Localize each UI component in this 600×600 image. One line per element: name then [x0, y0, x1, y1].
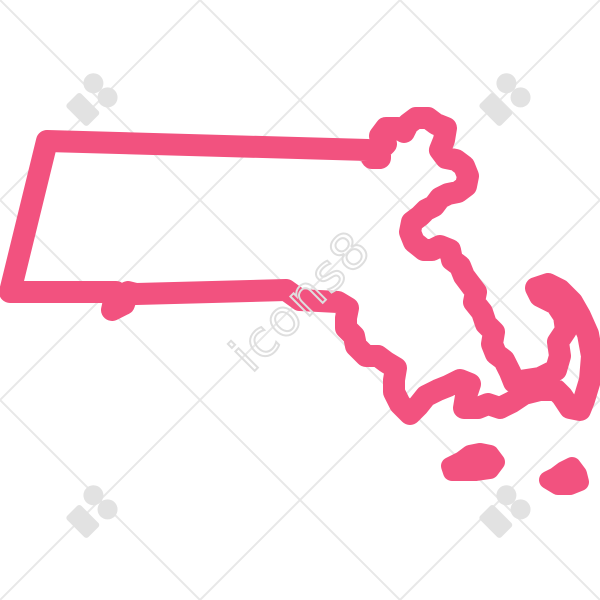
watermark-logo-top-left — [66, 73, 118, 126]
watermark-logo-bottom-left — [66, 485, 118, 538]
state-outline-path — [0, 107, 600, 425]
island-nantucket — [539, 457, 589, 495]
massachusetts-state-outline-icon — [0, 107, 600, 495]
watermark-logo-bottom-right — [479, 485, 531, 538]
island-marthas-vineyard — [441, 443, 505, 481]
watermark-logo-top-right — [479, 73, 531, 126]
